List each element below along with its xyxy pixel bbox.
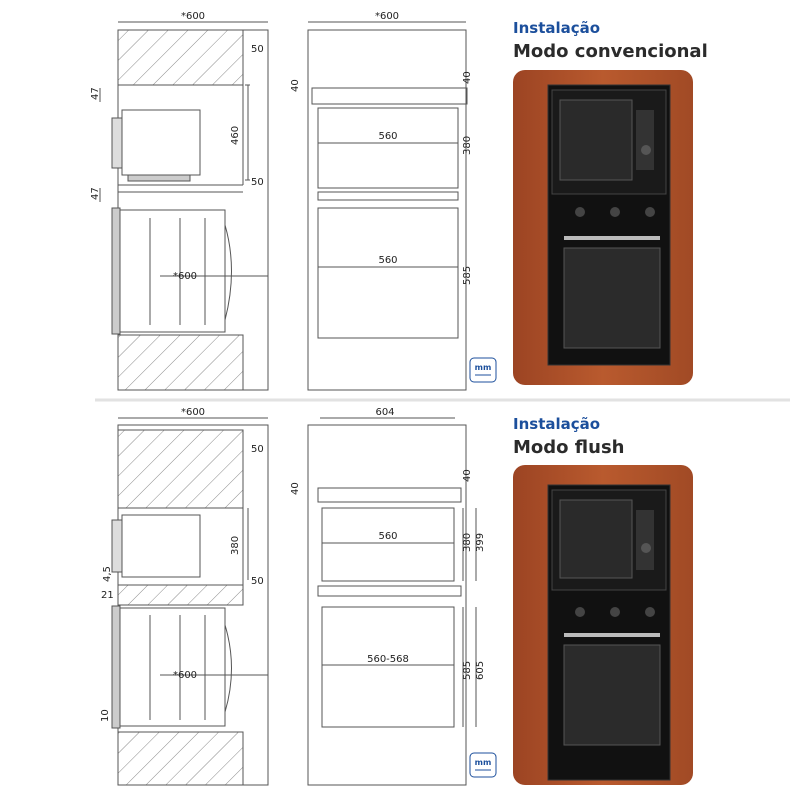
dim-niche-h: 460 [230,126,241,145]
microwave-side [121,109,201,176]
front-upper-niche [317,107,459,189]
microwave-window [559,99,633,181]
front-view-bottom [307,417,477,786]
microwave-door-side [111,117,123,169]
microwave-side-flush [121,514,201,578]
dim-gap-top-flush: 50 [251,444,264,455]
section-subtitle-bottom: Instalação [513,415,600,433]
dim-h-b-flush: 21 [101,590,114,601]
dim-h-c-flush: 10 [100,709,111,722]
dim-niche-h-flush: 380 [230,536,241,555]
svg-text:mm: mm [475,363,492,372]
front-dim-w-lower-flush: 560-568 [367,654,409,665]
front-lower-niche-flush [321,606,455,728]
front-dim-top-l-flush: 40 [290,482,301,495]
knob-2-icon [610,207,620,217]
side-view-top [99,21,269,391]
cabinet-bottom-hatch [117,334,244,391]
dim-depth: *600 [173,271,197,282]
oven-side-flush [119,607,226,727]
knob-1-icon [575,607,585,617]
section-title-top: Modo convencional [513,41,708,62]
mm-badge-top: mm [469,357,497,383]
front-dim-width: *600 [375,11,399,22]
product-photo-top [513,70,693,385]
dim-gap-bottom-flush: 50 [251,576,264,587]
svg-text:mm: mm [475,758,492,767]
dim-gap-bottom: 50 [251,177,264,188]
front-dim-top-r: 40 [462,71,473,84]
front-dim-h-upper2-flush: 399 [475,533,486,552]
front-dim-w-lower: 560 [378,255,397,266]
dim-width-flush: *600 [181,407,205,418]
top-section: *600 50 50 47 47 460 *600 *600 40 40 560… [90,11,708,391]
front-mid-shelf [317,191,459,201]
front-dim-h-lower-flush: 585 [462,661,473,680]
dim-h-a-flush: 4,5 [102,566,113,582]
front-dim-top-r-flush: 40 [462,469,473,482]
front-dim-w-upper-flush: 560 [378,531,397,542]
dim-depth-flush: *600 [173,670,197,681]
front-upper-niche-flush [321,507,455,582]
knob-1-icon [575,207,585,217]
front-shelf-top-flush [317,487,462,503]
oven-window [563,247,661,349]
front-shelf-top [311,87,468,105]
knob-3-icon [645,207,655,217]
front-dim-w-upper: 560 [378,131,397,142]
front-dim-h-upper-flush: 380 [462,533,473,552]
oven-handle [564,236,660,240]
section-subtitle-top: Instalação [513,19,600,37]
front-dim-top-l: 40 [290,79,301,92]
knob-2-icon [610,607,620,617]
front-dim-h-lower: 585 [462,266,473,285]
section-title-bottom: Modo flush [513,437,624,458]
dim-width: *600 [181,11,205,22]
front-dim-h-lower2-flush: 605 [475,661,486,680]
dim-gap-top: 50 [251,44,264,55]
knob-3-icon [645,607,655,617]
oven-side [119,209,226,333]
bottom-section: *600 50 50 4,5 21 380 *600 10 604 40 40 … [100,407,693,786]
dim-h-mid: 47 [90,187,101,200]
front-dim-h-upper: 380 [462,136,473,155]
front-view-top [307,21,468,391]
product-photo-bottom [513,465,693,785]
front-dim-width-flush: 604 [375,407,394,418]
side-view-bottom [111,417,269,786]
front-lower-niche [317,207,459,339]
cabinet-top-hatch [117,29,244,86]
dim-h-top: 47 [90,87,101,100]
microwave-controls [636,110,654,170]
mm-badge-bottom: mm [469,752,497,778]
